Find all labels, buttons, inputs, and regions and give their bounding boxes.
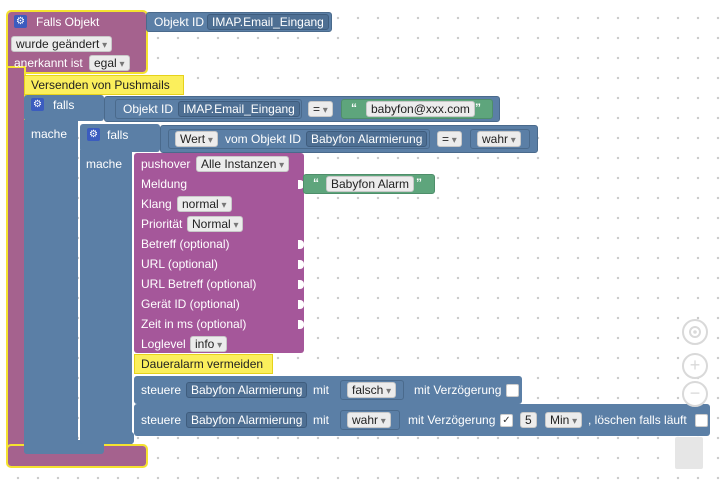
quote-close: ” — [475, 101, 481, 115]
url-title-socket[interactable] — [298, 280, 304, 289]
message-socket — [298, 180, 304, 189]
message-value-field[interactable]: Babyfon Alarm — [326, 176, 415, 192]
from-object-label: vom Objekt ID — [225, 132, 302, 146]
device-socket[interactable] — [298, 300, 304, 309]
if-block-inner-body[interactable] — [80, 150, 132, 444]
boolean-dropdown[interactable]: wahr — [477, 131, 521, 147]
with-label: mit — [313, 383, 329, 397]
url-socket[interactable] — [298, 260, 304, 269]
object-id-field[interactable]: Babyfon Alarmierung — [306, 131, 428, 147]
trigger-condition-dropdown[interactable]: wurde geändert — [11, 36, 113, 52]
delay-checkbox[interactable]: ✓ — [500, 414, 513, 427]
subject-label: Betreff (optional) — [141, 237, 230, 251]
loglevel-dropdown[interactable]: info — [190, 336, 228, 352]
object-id-field[interactable]: IMAP.Email_Eingang — [178, 101, 300, 117]
priority-dropdown[interactable]: Normal — [187, 216, 244, 232]
with-label: mit — [313, 413, 329, 427]
trigger-block-body[interactable] — [6, 66, 26, 466]
if-outer-falls-label: falls — [53, 98, 75, 112]
operator-dropdown[interactable]: = — [437, 131, 462, 147]
control-label: steuere — [141, 413, 182, 427]
pushover-instance-dropdown[interactable]: Alle Instanzen — [196, 156, 290, 172]
sound-label: Klang — [141, 197, 172, 211]
trash-icon[interactable] — [675, 437, 703, 469]
control-value-dropdown[interactable]: wahr — [347, 412, 391, 428]
gear-icon[interactable]: ⚙ — [87, 128, 100, 141]
string-value-field[interactable]: babyfon@xxx.com — [366, 101, 475, 117]
loglevel-label: Loglevel — [141, 337, 186, 351]
device-label: Gerät ID (optional) — [141, 297, 240, 311]
control-object-field[interactable]: Babyfon Alarmierung — [186, 382, 308, 398]
quote-close: ” — [416, 176, 422, 190]
url-title-label: URL Betreff (optional) — [141, 277, 257, 291]
if-outer-mache-label: mache — [31, 127, 68, 141]
if-inner-mache-label: mache — [86, 157, 123, 171]
sound-dropdown[interactable]: normal — [177, 196, 232, 212]
object-id-label: Objekt ID — [154, 15, 205, 29]
quote-open: “ — [351, 101, 357, 115]
acknowledged-dropdown[interactable]: egal — [89, 55, 130, 71]
gear-icon[interactable]: ⚙ — [14, 15, 27, 28]
clear-label: , löschen falls läuft — [588, 413, 687, 427]
target-icon[interactable] — [682, 319, 708, 345]
url-label: URL (optional) — [141, 257, 218, 271]
time-label: Zeit in ms (optional) — [141, 317, 247, 331]
time-socket[interactable] — [298, 320, 304, 329]
value-type-dropdown[interactable]: Wert — [175, 131, 218, 147]
plus-icon[interactable]: + — [682, 353, 708, 379]
delay-unit-dropdown[interactable]: Min — [545, 412, 583, 428]
delay-label: mit Verzögerung — [414, 383, 502, 397]
priority-label: Priorität — [141, 217, 183, 231]
pushover-label: pushover — [141, 157, 191, 171]
clear-checkbox[interactable] — [695, 414, 708, 427]
control-label: steuere — [141, 383, 182, 397]
if-inner-falls-label: falls — [107, 128, 129, 142]
if-block-inner-footer[interactable] — [80, 432, 134, 444]
message-label: Meldung — [141, 177, 188, 191]
pushover-block[interactable] — [134, 153, 304, 353]
object-id-label: Objekt ID — [123, 102, 174, 116]
comment-prevent-alarm[interactable]: Daueralarm vermeiden — [134, 354, 273, 374]
trigger-title: Falls Objekt — [36, 15, 100, 29]
control-object-field[interactable]: Babyfon Alarmierung — [186, 412, 308, 428]
acknowledged-label: anerkannt ist — [14, 56, 83, 70]
quote-open: “ — [313, 176, 319, 190]
delay-amount-field[interactable]: 5 — [520, 412, 537, 428]
if-block-outer-body[interactable] — [24, 120, 78, 454]
control-value-dropdown[interactable]: falsch — [347, 382, 397, 398]
comment-send-push[interactable]: Versenden von Pushmails — [24, 75, 184, 95]
gear-icon[interactable]: ⚙ — [31, 98, 44, 111]
operator-dropdown[interactable]: = — [308, 101, 333, 117]
delay-checkbox[interactable] — [506, 384, 519, 397]
delay-label: mit Verzögerung — [408, 413, 496, 427]
minus-icon[interactable]: − — [682, 381, 708, 407]
subject-socket[interactable] — [298, 240, 304, 249]
object-id-field[interactable]: IMAP.Email_Eingang — [207, 14, 329, 30]
